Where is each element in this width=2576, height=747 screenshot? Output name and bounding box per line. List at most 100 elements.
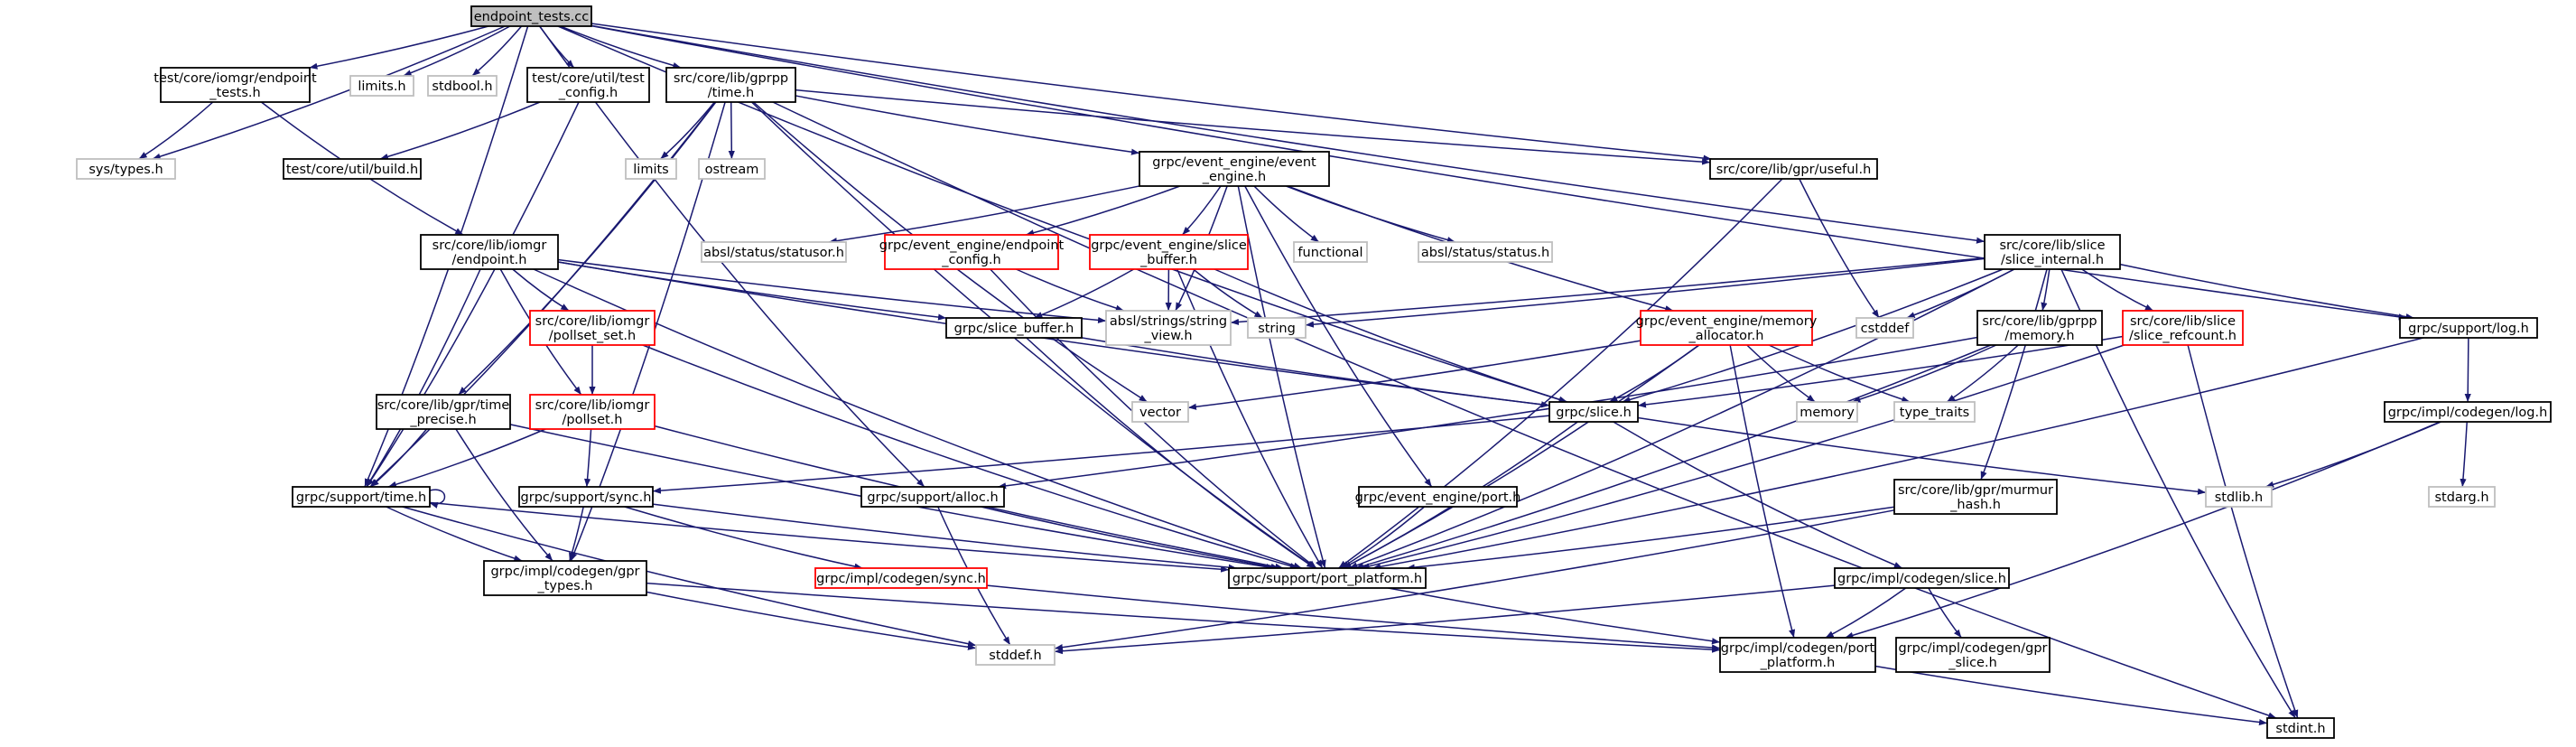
node-label-line: src/core/lib/gprpp [674, 71, 788, 86]
file-node-n47[interactable]: grpc/impl/codegen/port_platform.h [1719, 637, 1876, 673]
edge-n39-to-n46 [1054, 509, 1895, 651]
file-node-n37[interactable]: grpc/support/alloc.h [860, 486, 1005, 508]
edge-n0-to-n27 [591, 24, 2407, 321]
file-node-n33[interactable]: grpc/slice.h [1548, 401, 1639, 423]
file-node-n21[interactable]: absl/strings/string_view.h [1105, 310, 1232, 346]
edge-n10-to-n38 [1244, 185, 1433, 488]
node-box [2399, 317, 2538, 339]
file-node-n19[interactable]: src/core/lib/iomgr/pollset_set.h [529, 310, 656, 346]
file-node-n38[interactable]: grpc/event_engine/port.h [1355, 486, 1521, 508]
node-box [420, 234, 559, 270]
file-node-n11[interactable]: src/core/lib/gpr/useful.h [1709, 158, 1878, 180]
node-label-line: /slice_internal.h [2001, 253, 2104, 267]
file-node-n44[interactable]: grpc/support/port_platform.h [1228, 567, 1427, 589]
node-box [292, 486, 431, 508]
edge-n5-to-n10 [795, 95, 1140, 155]
file-node-n10[interactable]: grpc/event_engine/event_engine.h [1139, 151, 1330, 187]
edge-n34-to-n40 [2264, 421, 2441, 488]
node-box [1893, 479, 2058, 515]
file-node-n22[interactable]: string [1247, 317, 1307, 339]
edge-n45-to-n47 [1825, 587, 1907, 639]
file-nodes: endpoint_tests.cc test/core/iomgr/endpoin… [76, 5, 2552, 739]
node-box [860, 486, 1005, 508]
node-box [1834, 567, 2010, 589]
edge-n12-to-n20 [557, 261, 947, 321]
file-node-n35[interactable]: grpc/support/time.h [292, 486, 431, 508]
file-node-n5[interactable]: src/core/lib/gprpp/time.h [665, 67, 796, 103]
file-node-n25[interactable]: src/core/lib/gprpp/memory.h [1976, 310, 2103, 346]
file-node-n29[interactable]: src/core/lib/iomgr/pollset.h [529, 394, 656, 430]
node-label-line: _buffer.h [1139, 253, 1197, 267]
file-node-n48[interactable]: grpc/impl/codegen/gpr_slice.h [1895, 637, 2051, 673]
edge-n23-to-n33 [1609, 344, 1700, 403]
edge-n39-to-n44 [1406, 506, 1895, 571]
edge-n36-to-n43 [624, 506, 863, 570]
node-box [1548, 401, 1639, 423]
file-node-n42[interactable]: grpc/impl/codegen/gpr_types.h [483, 560, 647, 596]
node-label-line: grpc/impl/codegen/gpr [490, 565, 639, 579]
file-node-n26[interactable]: src/core/lib/slice/slice_refcount.h [2122, 310, 2244, 346]
file-node-n8[interactable]: limits [625, 158, 677, 180]
node-label-line: grpc/impl/codegen/gpr [1898, 641, 2047, 656]
edge-n0-to-n5 [560, 25, 682, 69]
file-node-n14[interactable]: grpc/event_engine/endpoint_config.h [879, 234, 1065, 270]
file-node-n28[interactable]: src/core/lib/gpr/time_precise.h [376, 394, 511, 430]
file-node-n46[interactable]: stddef.h [975, 644, 1056, 666]
edge-n23-to-n44 [1343, 344, 1700, 569]
edge-n18-to-n44 [1349, 268, 2015, 569]
edge-n25-to-n31 [1852, 344, 1997, 403]
node-label-line: stdlib.h [2215, 490, 2264, 505]
node-label-line: /endpoint.h [452, 253, 527, 267]
node-label-line: stdbool.h [432, 79, 492, 94]
file-node-n45[interactable]: grpc/impl/codegen/slice.h [1834, 567, 2010, 589]
node-box [376, 394, 511, 430]
node-box [884, 234, 1059, 270]
file-node-n34[interactable]: grpc/impl/codegen/log.h [2384, 401, 2552, 423]
file-node-n40[interactable]: stdlib.h [2205, 486, 2273, 508]
file-node-n6[interactable]: sys/types.h [76, 158, 176, 180]
edge-n43-to-n47 [986, 584, 1721, 651]
node-label-line: /slice_refcount.h [2129, 329, 2237, 343]
edge-n23-to-n30 [1187, 340, 1641, 410]
file-node-n20[interactable]: grpc/slice_buffer.h [945, 317, 1083, 339]
file-node-n24[interactable]: cstddef [1855, 317, 1914, 339]
file-node-n16[interactable]: functional [1293, 241, 1368, 263]
file-node-n43[interactable]: grpc/impl/codegen/sync.h [814, 567, 988, 589]
node-label-line: src/core/lib/slice [2000, 238, 2106, 253]
file-node-n41[interactable]: stdarg.h [2428, 486, 2496, 508]
file-node-n18[interactable]: src/core/lib/slice/slice_internal.h [1984, 234, 2121, 270]
file-node-n17[interactable]: absl/status/status.h [1418, 241, 1553, 263]
edge-n28-to-n35 [370, 428, 428, 488]
file-node-n23[interactable]: grpc/event_engine/memory_allocator.h [1636, 310, 1818, 346]
edge-n36-to-n44 [652, 503, 1237, 571]
node-box [470, 5, 592, 27]
file-node-n27[interactable]: grpc/support/log.h [2399, 317, 2538, 339]
node-box [526, 67, 650, 103]
file-node-n9[interactable]: ostream [698, 158, 766, 180]
file-node-n0[interactable]: endpoint_tests.cc [470, 5, 592, 27]
file-node-n2[interactable]: limits.h [349, 75, 414, 97]
file-node-n30[interactable]: vector [1131, 401, 1189, 423]
edge-n28-to-n42 [455, 428, 553, 562]
file-node-n39[interactable]: src/core/lib/gpr/murmur_hash.h [1893, 479, 2058, 515]
edge-n35-to-n44 [429, 501, 1230, 573]
file-node-n31[interactable]: memory [1796, 401, 1858, 423]
file-node-n3[interactable]: stdbool.h [427, 75, 498, 97]
file-node-n49[interactable]: stdint.h [2266, 717, 2335, 739]
node-label-line: sys/types.h [88, 163, 163, 177]
file-node-n1[interactable]: test/core/iomgr/endpoint_tests.h [153, 67, 317, 103]
file-node-n13[interactable]: absl/status/statusor.h [701, 241, 847, 263]
file-node-n32[interactable]: type_traits [1893, 401, 1976, 423]
file-node-n15[interactable]: grpc/event_engine/slice_buffer.h [1089, 234, 1249, 270]
node-label-line: test/core/util/test [532, 71, 645, 86]
edge-n4-to-n35 [366, 101, 580, 488]
node-box [975, 644, 1056, 666]
file-node-n12[interactable]: src/core/lib/iomgr/endpoint.h [420, 234, 559, 270]
edge-n23-to-n32 [1768, 344, 1911, 403]
file-node-n7[interactable]: test/core/util/build.h [283, 158, 422, 180]
edge-n14-to-n21 [1016, 268, 1124, 312]
file-node-n4[interactable]: test/core/util/test_config.h [526, 67, 650, 103]
edge-n26-to-n44 [1361, 344, 2125, 570]
file-node-n36[interactable]: grpc/support/sync.h [518, 486, 654, 508]
node-box [665, 67, 796, 103]
